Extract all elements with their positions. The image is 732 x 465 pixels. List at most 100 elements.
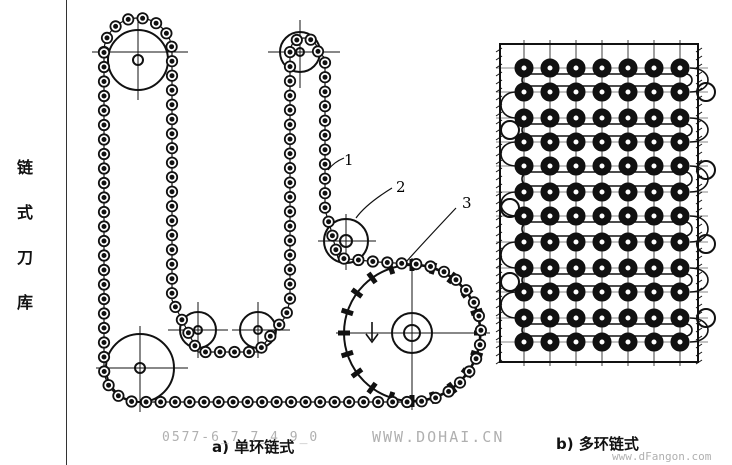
tool-pocket-center xyxy=(598,88,606,96)
chain-link-pin xyxy=(466,369,472,374)
hatch-left xyxy=(495,183,503,189)
hatch-left xyxy=(495,159,503,165)
tool-pocket-center xyxy=(650,188,658,196)
hatch-left xyxy=(495,295,503,301)
tool-pocket-center xyxy=(676,138,684,146)
tool-pocket-center xyxy=(650,162,658,170)
guide-loop-left xyxy=(500,141,517,167)
tool-pocket-center xyxy=(650,264,658,272)
hatch-left xyxy=(495,263,503,269)
chain-link-pin xyxy=(129,399,135,404)
chain-link-pin xyxy=(169,73,175,79)
tool-pocket-center xyxy=(520,314,528,322)
tool-pocket-center xyxy=(624,338,632,346)
hatch-left xyxy=(495,311,503,317)
hatch-left xyxy=(495,175,503,181)
chain-link-pin xyxy=(172,304,178,310)
tool-pocket-center xyxy=(624,264,632,272)
chain-link-pin xyxy=(113,23,119,29)
hatch-right xyxy=(695,159,703,165)
chain-link-pin xyxy=(246,349,252,355)
single-loop-chain xyxy=(92,12,490,412)
tool-pocket-center xyxy=(520,238,528,246)
chain-link-pin xyxy=(287,180,293,186)
chain-link-pin xyxy=(187,399,193,405)
chain-link-pin xyxy=(419,398,425,404)
chain-link-pin xyxy=(101,209,107,215)
hatch-left xyxy=(495,271,503,277)
chain-link-pin xyxy=(404,399,410,405)
tool-pocket-center xyxy=(546,138,554,146)
chain-link-pin xyxy=(441,269,447,275)
tool-pocket-center xyxy=(572,338,580,346)
chain-link-pin xyxy=(101,166,107,171)
tool-pocket-center xyxy=(650,288,658,296)
hatch-right xyxy=(695,231,703,237)
tool-pocket-center xyxy=(520,138,528,146)
tool-pocket-center xyxy=(572,314,580,322)
chain-link-pin xyxy=(478,327,484,333)
tool-pocket-center xyxy=(624,64,632,72)
chain-link-pin xyxy=(101,238,107,244)
hatch-right xyxy=(695,295,703,301)
chain-link-pin xyxy=(169,102,175,108)
tool-pocket-center xyxy=(624,188,632,196)
hatch-right xyxy=(695,263,703,269)
chain-link-pin xyxy=(169,174,175,180)
tool-pocket-center xyxy=(676,212,684,220)
chain-links-a xyxy=(97,12,487,409)
chain-link-pin xyxy=(101,64,107,70)
chain-link-pin xyxy=(101,79,107,84)
chain-link-pin xyxy=(329,233,335,239)
tool-pocket-center xyxy=(676,238,684,246)
tool-pocket-center xyxy=(546,212,554,220)
chain-link-pin xyxy=(287,209,293,215)
hatch-right xyxy=(695,303,703,309)
chain-link-pin xyxy=(322,176,328,182)
chain-link-pin xyxy=(104,35,110,41)
tool-pocket-center xyxy=(676,162,684,170)
tool-pocket-center xyxy=(546,314,554,322)
tool-pocket-center xyxy=(676,64,684,72)
hatch-right xyxy=(695,191,703,197)
tool-pocket-center xyxy=(676,338,684,346)
callout-leaders xyxy=(327,157,457,263)
chain-link-pin xyxy=(259,399,265,405)
gear-tooth xyxy=(340,349,354,359)
hatch-right xyxy=(695,223,703,229)
chain-link-pin xyxy=(169,232,175,238)
chain-link-pin xyxy=(463,287,469,293)
hatch-left xyxy=(495,223,503,229)
guide-loop-right xyxy=(689,67,709,93)
tool-pocket-center xyxy=(624,162,632,170)
chain-link-pin xyxy=(101,325,107,331)
tool-pocket-center xyxy=(546,88,554,96)
chain-link-pin xyxy=(428,264,433,269)
chain-link-pin xyxy=(101,267,107,273)
hatch-left xyxy=(495,215,503,221)
watermark-phone: 0577-6_7_7_4_9_0 xyxy=(162,430,320,445)
tool-pocket-center xyxy=(520,288,528,296)
chain-link-pin xyxy=(230,399,236,405)
chain-link-pin xyxy=(288,399,294,405)
tool-pocket-center xyxy=(572,138,580,146)
hatch-left xyxy=(495,87,503,93)
tool-pocket-center xyxy=(624,314,632,322)
chain-link-pin xyxy=(322,190,328,196)
chain-link-pin xyxy=(169,116,175,122)
chain-link-pin xyxy=(185,330,191,336)
chain-link-pin xyxy=(276,322,282,328)
hatch-left xyxy=(495,231,503,237)
tool-pocket-center xyxy=(650,88,658,96)
chain-link-pin xyxy=(172,399,178,405)
callout-2: 2 xyxy=(396,178,406,196)
tool-pocket-center xyxy=(572,288,580,296)
chain-link-pin xyxy=(163,30,169,36)
chain-link-pin xyxy=(322,147,328,153)
hatch-left xyxy=(495,47,503,53)
hatch-right xyxy=(695,55,703,61)
tool-pocket-center xyxy=(650,238,658,246)
chain-link-pin xyxy=(303,399,309,405)
tool-pocket-center xyxy=(598,338,606,346)
tool-pocket-center xyxy=(572,212,580,220)
